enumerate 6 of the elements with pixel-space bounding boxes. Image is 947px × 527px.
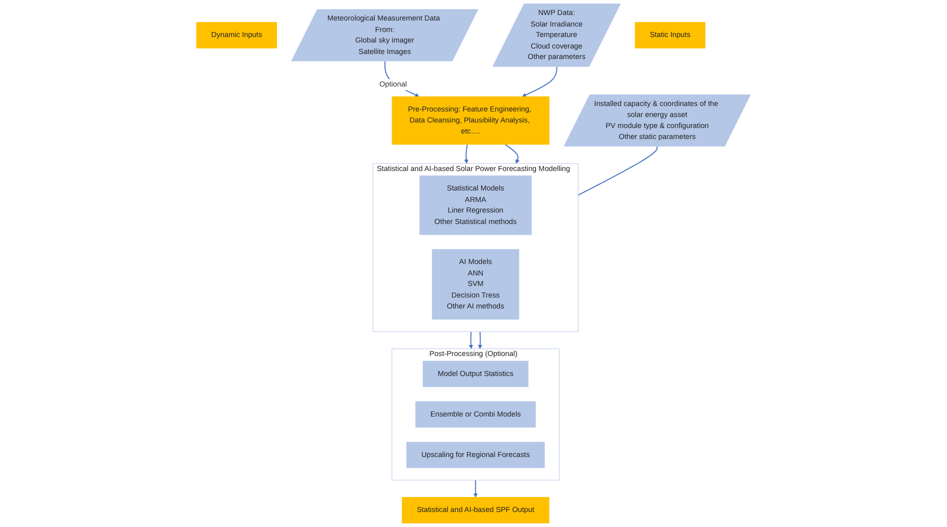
arrow xyxy=(504,144,520,164)
arrow xyxy=(478,331,482,349)
arrow xyxy=(468,331,474,349)
arrow xyxy=(464,144,468,164)
arrow xyxy=(522,66,558,97)
arrow xyxy=(473,480,478,498)
